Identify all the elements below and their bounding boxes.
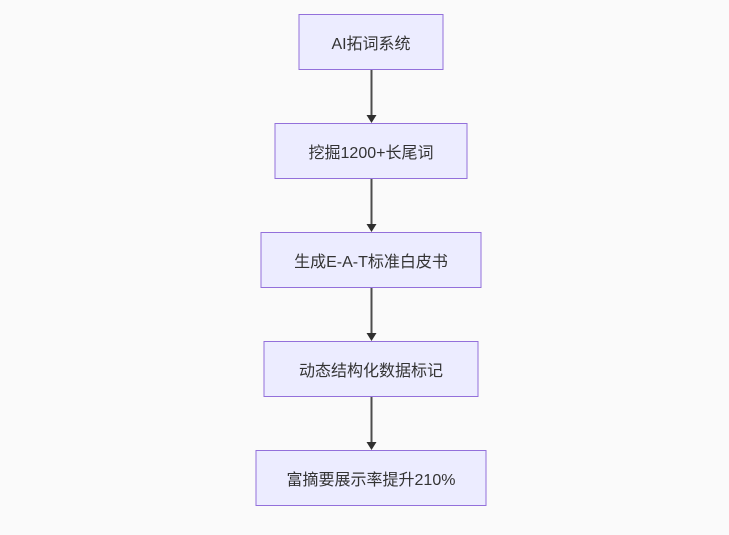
flowchart: AI拓词系统 挖掘1200+长尾词 生成E-A-T标准白皮书 动态结构化数据标记 (255, 14, 487, 506)
arrow-line (370, 397, 372, 442)
arrowhead-down-icon (366, 333, 376, 341)
flow-arrow (366, 179, 376, 232)
flow-arrow (366, 288, 376, 341)
flow-node-label: 挖掘1200+长尾词 (308, 145, 434, 162)
flow-node-structured-data-markup: 动态结构化数据标记 (263, 341, 479, 397)
flow-node-ai-keyword-system: AI拓词系统 (298, 14, 444, 70)
flow-arrow (366, 70, 376, 123)
arrowhead-down-icon (366, 224, 376, 232)
arrowhead-down-icon (366, 442, 376, 450)
flow-node-eat-whitepaper: 生成E-A-T标准白皮书 (260, 232, 482, 288)
flow-node-label: 动态结构化数据标记 (298, 363, 443, 380)
flow-node-label: 生成E-A-T标准白皮书 (294, 254, 448, 271)
arrow-line (370, 288, 372, 333)
flow-node-rich-snippet-uplift: 富摘要展示率提升210% (255, 450, 487, 506)
flow-arrow (366, 397, 376, 450)
flow-node-label: AI拓词系统 (331, 36, 411, 53)
flow-node-label: 富摘要展示率提升210% (286, 472, 456, 489)
arrowhead-down-icon (366, 115, 376, 123)
flow-node-longtail-mining: 挖掘1200+长尾词 (274, 123, 468, 179)
arrow-line (370, 179, 372, 224)
arrow-line (370, 70, 372, 115)
